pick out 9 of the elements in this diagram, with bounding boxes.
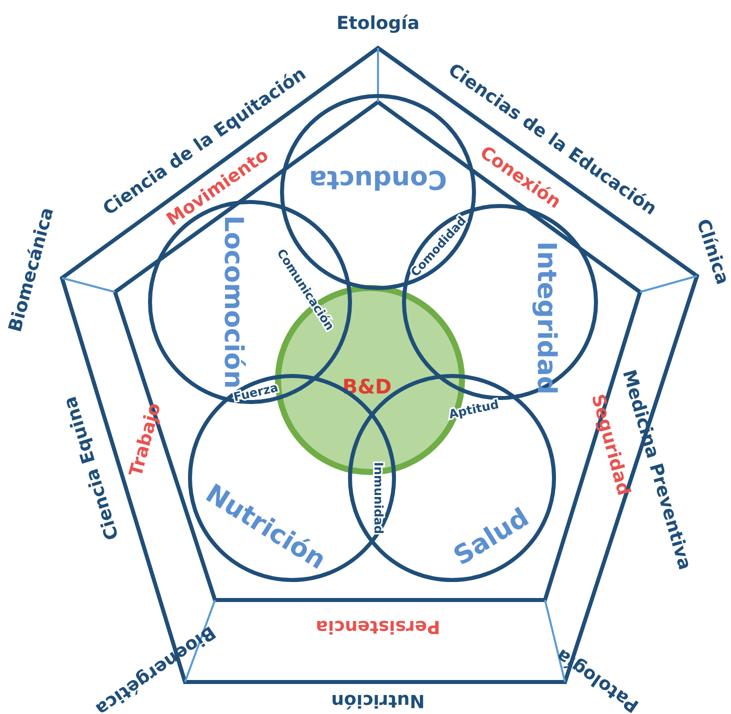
circle-label: Integridad (530, 241, 561, 395)
field-label: Etología (336, 12, 420, 34)
overlap-label: Aptitud (448, 397, 500, 422)
field-label: Clínica (692, 216, 731, 288)
value-label: Persistencia (316, 616, 440, 638)
field-label: Ciencia Equina (60, 394, 124, 542)
overlap-label: Inmunidad (372, 462, 386, 534)
field-label: Nutrición (331, 690, 425, 712)
circle-label: Conducta (309, 164, 447, 194)
